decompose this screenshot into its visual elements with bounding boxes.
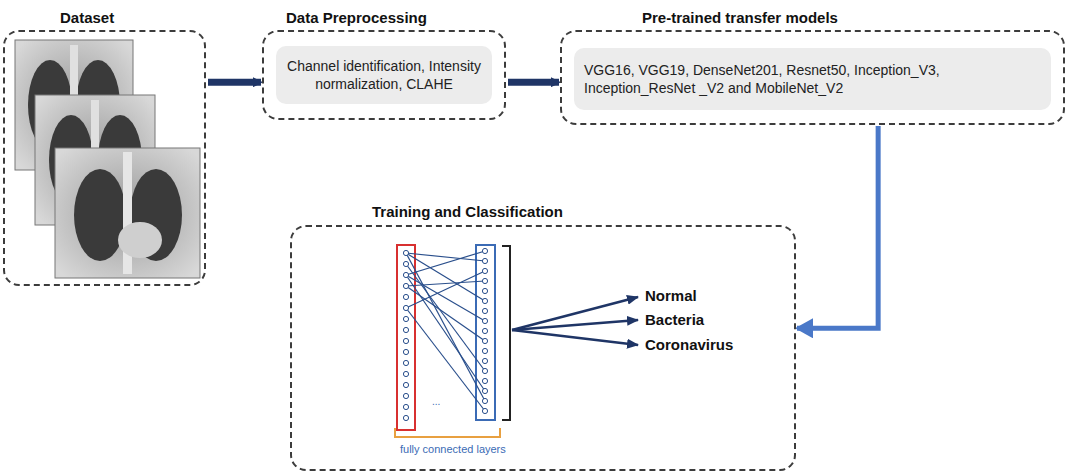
content-box: Channel identification, Intensity normal… <box>276 46 492 104</box>
stage-heading: Data Preprocessing <box>286 9 427 26</box>
neuron <box>482 408 487 413</box>
neuron <box>482 378 487 383</box>
class-label: Bacteria <box>645 311 704 328</box>
neuron <box>482 318 487 323</box>
network-link <box>406 281 485 286</box>
neuron <box>403 338 408 343</box>
network-illustration <box>395 245 638 437</box>
network-link <box>406 275 485 391</box>
xray-image <box>55 148 200 278</box>
neuron <box>403 283 408 288</box>
stage-panel: Pre-trained transfer modelsVGG16, VGG19,… <box>560 30 1065 125</box>
neuron <box>403 371 408 376</box>
ellipsis-mark: ... <box>432 396 440 407</box>
neuron <box>482 298 487 303</box>
flow-arrow <box>508 79 559 86</box>
neuron <box>403 272 408 277</box>
flow-arrow <box>208 79 261 86</box>
network-link <box>406 308 485 411</box>
neuron <box>403 327 408 332</box>
neuron <box>482 288 487 293</box>
network-link <box>406 253 485 401</box>
content-box: VGG16, VGG19, DenseNet201, Resnet50, Inc… <box>574 48 1051 110</box>
stage-heading: Dataset <box>60 9 114 26</box>
neuron <box>482 248 487 253</box>
neuron <box>482 388 487 393</box>
neuron <box>403 305 408 310</box>
box-text: Channel identification, Intensity normal… <box>286 57 482 93</box>
neuron <box>482 358 487 363</box>
neuron <box>403 349 408 354</box>
neuron <box>403 250 408 255</box>
neuron <box>482 268 487 273</box>
neuron <box>482 398 487 403</box>
class-label: Normal <box>645 287 697 304</box>
neuron <box>482 308 487 313</box>
neuron <box>403 360 408 365</box>
stage-heading: Pre-trained transfer models <box>642 9 838 26</box>
neuron <box>403 382 408 387</box>
stage-heading: Training and Classification <box>372 203 563 220</box>
stage-panel: Data PreprocessingChannel identification… <box>262 30 506 120</box>
neuron <box>403 316 408 321</box>
neuron <box>403 415 408 420</box>
neuron <box>403 393 408 398</box>
neuron <box>482 278 487 283</box>
neuron <box>482 328 487 333</box>
stage-panel: Dataset <box>3 30 206 286</box>
neuron <box>403 261 408 266</box>
class-label: Coronavirus <box>645 336 733 353</box>
flow-arrow <box>797 126 878 328</box>
neuron <box>403 294 408 299</box>
xray-stack <box>15 40 200 278</box>
neuron <box>482 348 487 353</box>
box-text: VGG16, VGG19, DenseNet201, Resnet50, Inc… <box>584 61 1041 97</box>
network-link <box>406 271 485 308</box>
layer-caption: fully connected layers <box>400 443 506 455</box>
network-link <box>406 251 485 275</box>
neuron <box>403 404 408 409</box>
neuron <box>482 368 487 373</box>
neuron <box>482 338 487 343</box>
network-link <box>406 264 485 371</box>
neuron <box>482 258 487 263</box>
